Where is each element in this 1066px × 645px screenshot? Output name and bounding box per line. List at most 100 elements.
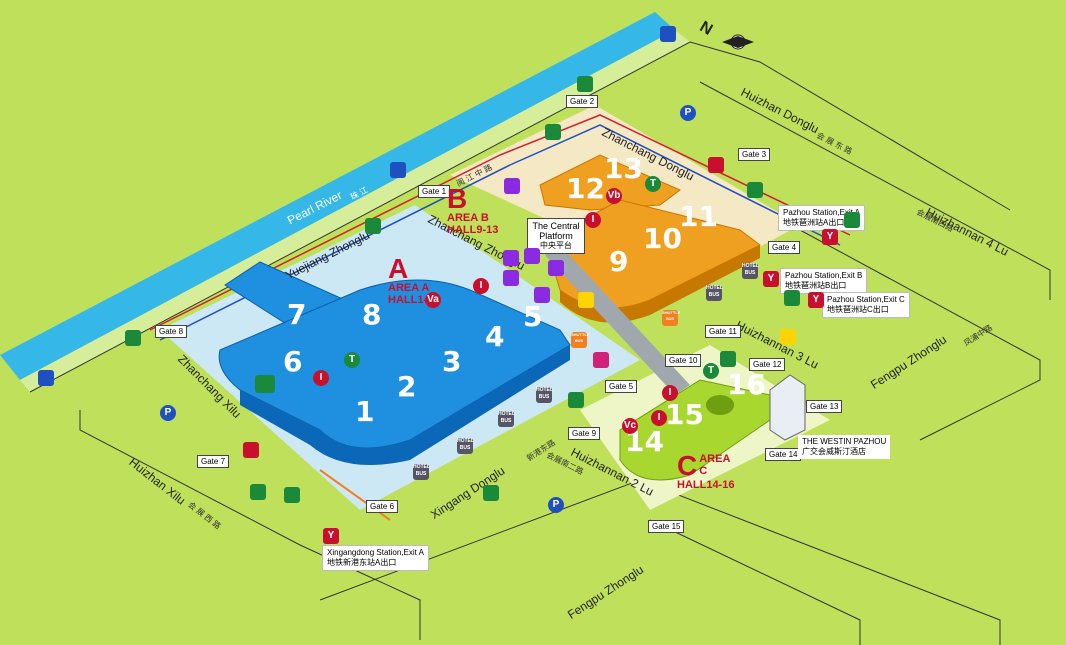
gate-10[interactable]: Gate 10: [665, 354, 702, 367]
gate-14[interactable]: Gate 14: [765, 448, 802, 461]
hall-11[interactable]: 11: [679, 200, 718, 233]
metro-entrance-icon[interactable]: [708, 157, 724, 173]
cafe-icon[interactable]: [255, 375, 275, 393]
hall-2[interactable]: 2: [397, 370, 417, 403]
escalator-icon[interactable]: [548, 260, 564, 276]
toilet-icon[interactable]: T: [703, 363, 719, 379]
hall-4[interactable]: 4: [485, 320, 505, 353]
escalator-icon[interactable]: [504, 178, 520, 194]
gate-5[interactable]: Gate 5: [605, 380, 638, 393]
parking-icon[interactable]: P: [160, 405, 176, 421]
hall-3[interactable]: 3: [442, 345, 462, 378]
taxi-icon[interactable]: [780, 329, 796, 345]
westin-label[interactable]: THE WESTIN PAZHOU 广交会威斯汀酒店: [798, 435, 891, 459]
escalator-icon[interactable]: [503, 250, 519, 266]
hotel-bus-icon[interactable]: HOTEL BUS: [536, 387, 553, 403]
toilet-icon[interactable]: T: [645, 176, 661, 192]
hall-group-b-13: [539, 154, 681, 211]
vb-marker-icon[interactable]: Vb: [606, 188, 622, 204]
xingangdong-label[interactable]: Xingangdong Station,Exit A 地铁新港东站A出口: [322, 545, 429, 571]
info-icon[interactable]: I: [585, 212, 601, 228]
bus-icon[interactable]: [844, 212, 860, 228]
bus-icon[interactable]: [568, 392, 584, 408]
metro-entrance-icon[interactable]: [243, 442, 259, 458]
station-b-cn: 地铁琶洲站B出口: [785, 281, 847, 290]
escalator-icon[interactable]: [534, 287, 550, 303]
gate-12[interactable]: Gate 12: [749, 358, 786, 371]
parking-icon[interactable]: P: [548, 497, 564, 513]
elevator-icon[interactable]: [250, 484, 266, 500]
central-platform-label[interactable]: The Central Platform 中央平台: [527, 218, 585, 254]
luggage-icon[interactable]: [284, 487, 300, 503]
info-icon[interactable]: I: [313, 370, 329, 386]
va-marker-icon[interactable]: Va: [425, 292, 441, 308]
central-platform-walkway: [545, 245, 690, 395]
escalator-icon[interactable]: [524, 248, 540, 264]
bus-stop-icon[interactable]: [38, 370, 54, 386]
hotel-bus-icon[interactable]: HOTEL BUS: [413, 464, 430, 480]
hall-16[interactable]: 16: [727, 368, 766, 401]
escalator-icon[interactable]: [503, 270, 519, 286]
metro-icon[interactable]: Y: [808, 292, 824, 308]
elevator-icon[interactable]: [747, 182, 763, 198]
metro-icon[interactable]: Y: [323, 528, 339, 544]
road-outline-east: [799, 229, 1041, 441]
station-b-label[interactable]: Pazhou Station,Exit B 地铁琶洲站B出口: [780, 268, 868, 294]
gate-11[interactable]: Gate 11: [705, 325, 741, 338]
bus-icon[interactable]: [125, 330, 141, 346]
station-c-cn: 地铁琶洲站C出口: [827, 305, 889, 314]
hall-10[interactable]: 10: [643, 222, 682, 255]
hall-5[interactable]: 5: [523, 300, 543, 333]
bus-icon[interactable]: [545, 124, 561, 140]
info-icon[interactable]: I: [651, 410, 667, 426]
info-icon[interactable]: I: [662, 385, 678, 401]
gate-6[interactable]: Gate 6: [366, 500, 399, 513]
hall-15[interactable]: 15: [665, 398, 704, 431]
gate-2[interactable]: Gate 2: [566, 95, 599, 108]
bus-icon[interactable]: [483, 485, 499, 501]
area-a-line2: HALL1-8: [388, 294, 434, 306]
taxi-stand-icon[interactable]: [593, 352, 609, 368]
hotel-bus-icon[interactable]: HOTEL BUS: [498, 411, 515, 427]
vc-marker-icon[interactable]: Vc: [622, 418, 638, 434]
xingangdong-en: Xingangdong Station,Exit A: [327, 548, 424, 557]
hotel-bus-icon[interactable]: HOTEL BUS: [742, 263, 759, 279]
bus-icon[interactable]: [365, 218, 381, 234]
hall-12[interactable]: 12: [566, 172, 605, 205]
bus-icon[interactable]: [577, 76, 593, 92]
hall-1[interactable]: 1: [355, 395, 375, 428]
hall-13[interactable]: 13: [604, 152, 643, 185]
area-a-label[interactable]: A AREA A HALL1-8: [388, 255, 434, 307]
metro-icon[interactable]: Y: [822, 229, 838, 245]
hall-9[interactable]: 9: [609, 245, 629, 278]
elevator-icon[interactable]: [720, 351, 736, 367]
gate-7[interactable]: Gate 7: [197, 455, 230, 468]
gate-3[interactable]: Gate 3: [738, 148, 771, 161]
parking-icon[interactable]: P: [680, 105, 696, 121]
gate-15[interactable]: Gate 15: [648, 520, 685, 533]
taxi-icon[interactable]: [578, 292, 594, 308]
hotel-bus-icon[interactable]: HOTEL BUS: [457, 438, 474, 454]
toilet-icon[interactable]: T: [344, 352, 360, 368]
hall-7[interactable]: 7: [287, 298, 307, 331]
shuttle-bus-icon[interactable]: SHUTTLE BUS: [571, 332, 589, 348]
pearl-river: [0, 12, 675, 380]
ferry-icon[interactable]: [390, 162, 406, 178]
gate-4[interactable]: Gate 4: [768, 241, 801, 254]
metro-icon[interactable]: Y: [763, 271, 779, 287]
gate-1[interactable]: Gate 1: [418, 185, 451, 198]
hall-8[interactable]: 8: [362, 298, 382, 331]
bus-stop-icon[interactable]: [660, 26, 676, 42]
gate-9[interactable]: Gate 9: [568, 427, 601, 440]
info-icon[interactable]: I: [473, 278, 489, 294]
area-b-label[interactable]: B AREA B HALL9-13: [447, 185, 498, 237]
shuttle-bus-icon[interactable]: SHUTTLE BUS: [662, 310, 680, 326]
hotel-bus-icon[interactable]: HOTEL BUS: [706, 285, 723, 301]
hall-6[interactable]: 6: [283, 345, 303, 378]
station-c-label[interactable]: Pazhou Station,Exit C 地铁琶洲站C出口: [822, 292, 910, 318]
gate-13[interactable]: Gate 13: [806, 400, 843, 413]
bus-icon[interactable]: [784, 290, 800, 306]
area-c-label[interactable]: C AREA C HALL14-16: [677, 452, 734, 492]
gate-8[interactable]: Gate 8: [155, 325, 188, 338]
